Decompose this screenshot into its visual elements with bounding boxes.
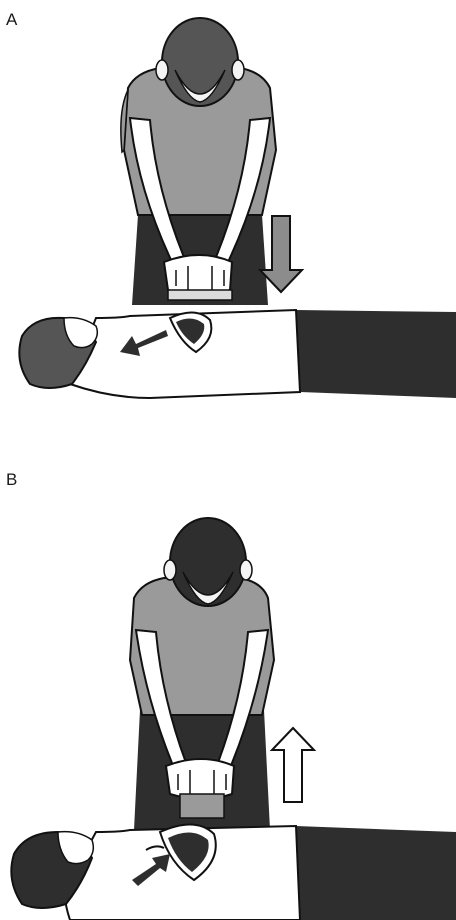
- panel-b-release: B: [0, 460, 456, 920]
- rescuer-hands: [164, 255, 232, 295]
- arrow-up-icon: [272, 728, 314, 802]
- rescuer-head: [162, 18, 238, 106]
- panel-a-compression: A: [0, 0, 456, 460]
- cpr-release-illustration: [0, 460, 456, 920]
- rescuer-hands: [166, 759, 234, 799]
- cpr-compression-illustration: [0, 0, 456, 460]
- release-plate: [180, 794, 224, 818]
- patient-trousers: [296, 310, 456, 398]
- patient-trousers: [296, 826, 456, 920]
- rescuer-head: [170, 518, 246, 606]
- compression-plate: [168, 290, 232, 300]
